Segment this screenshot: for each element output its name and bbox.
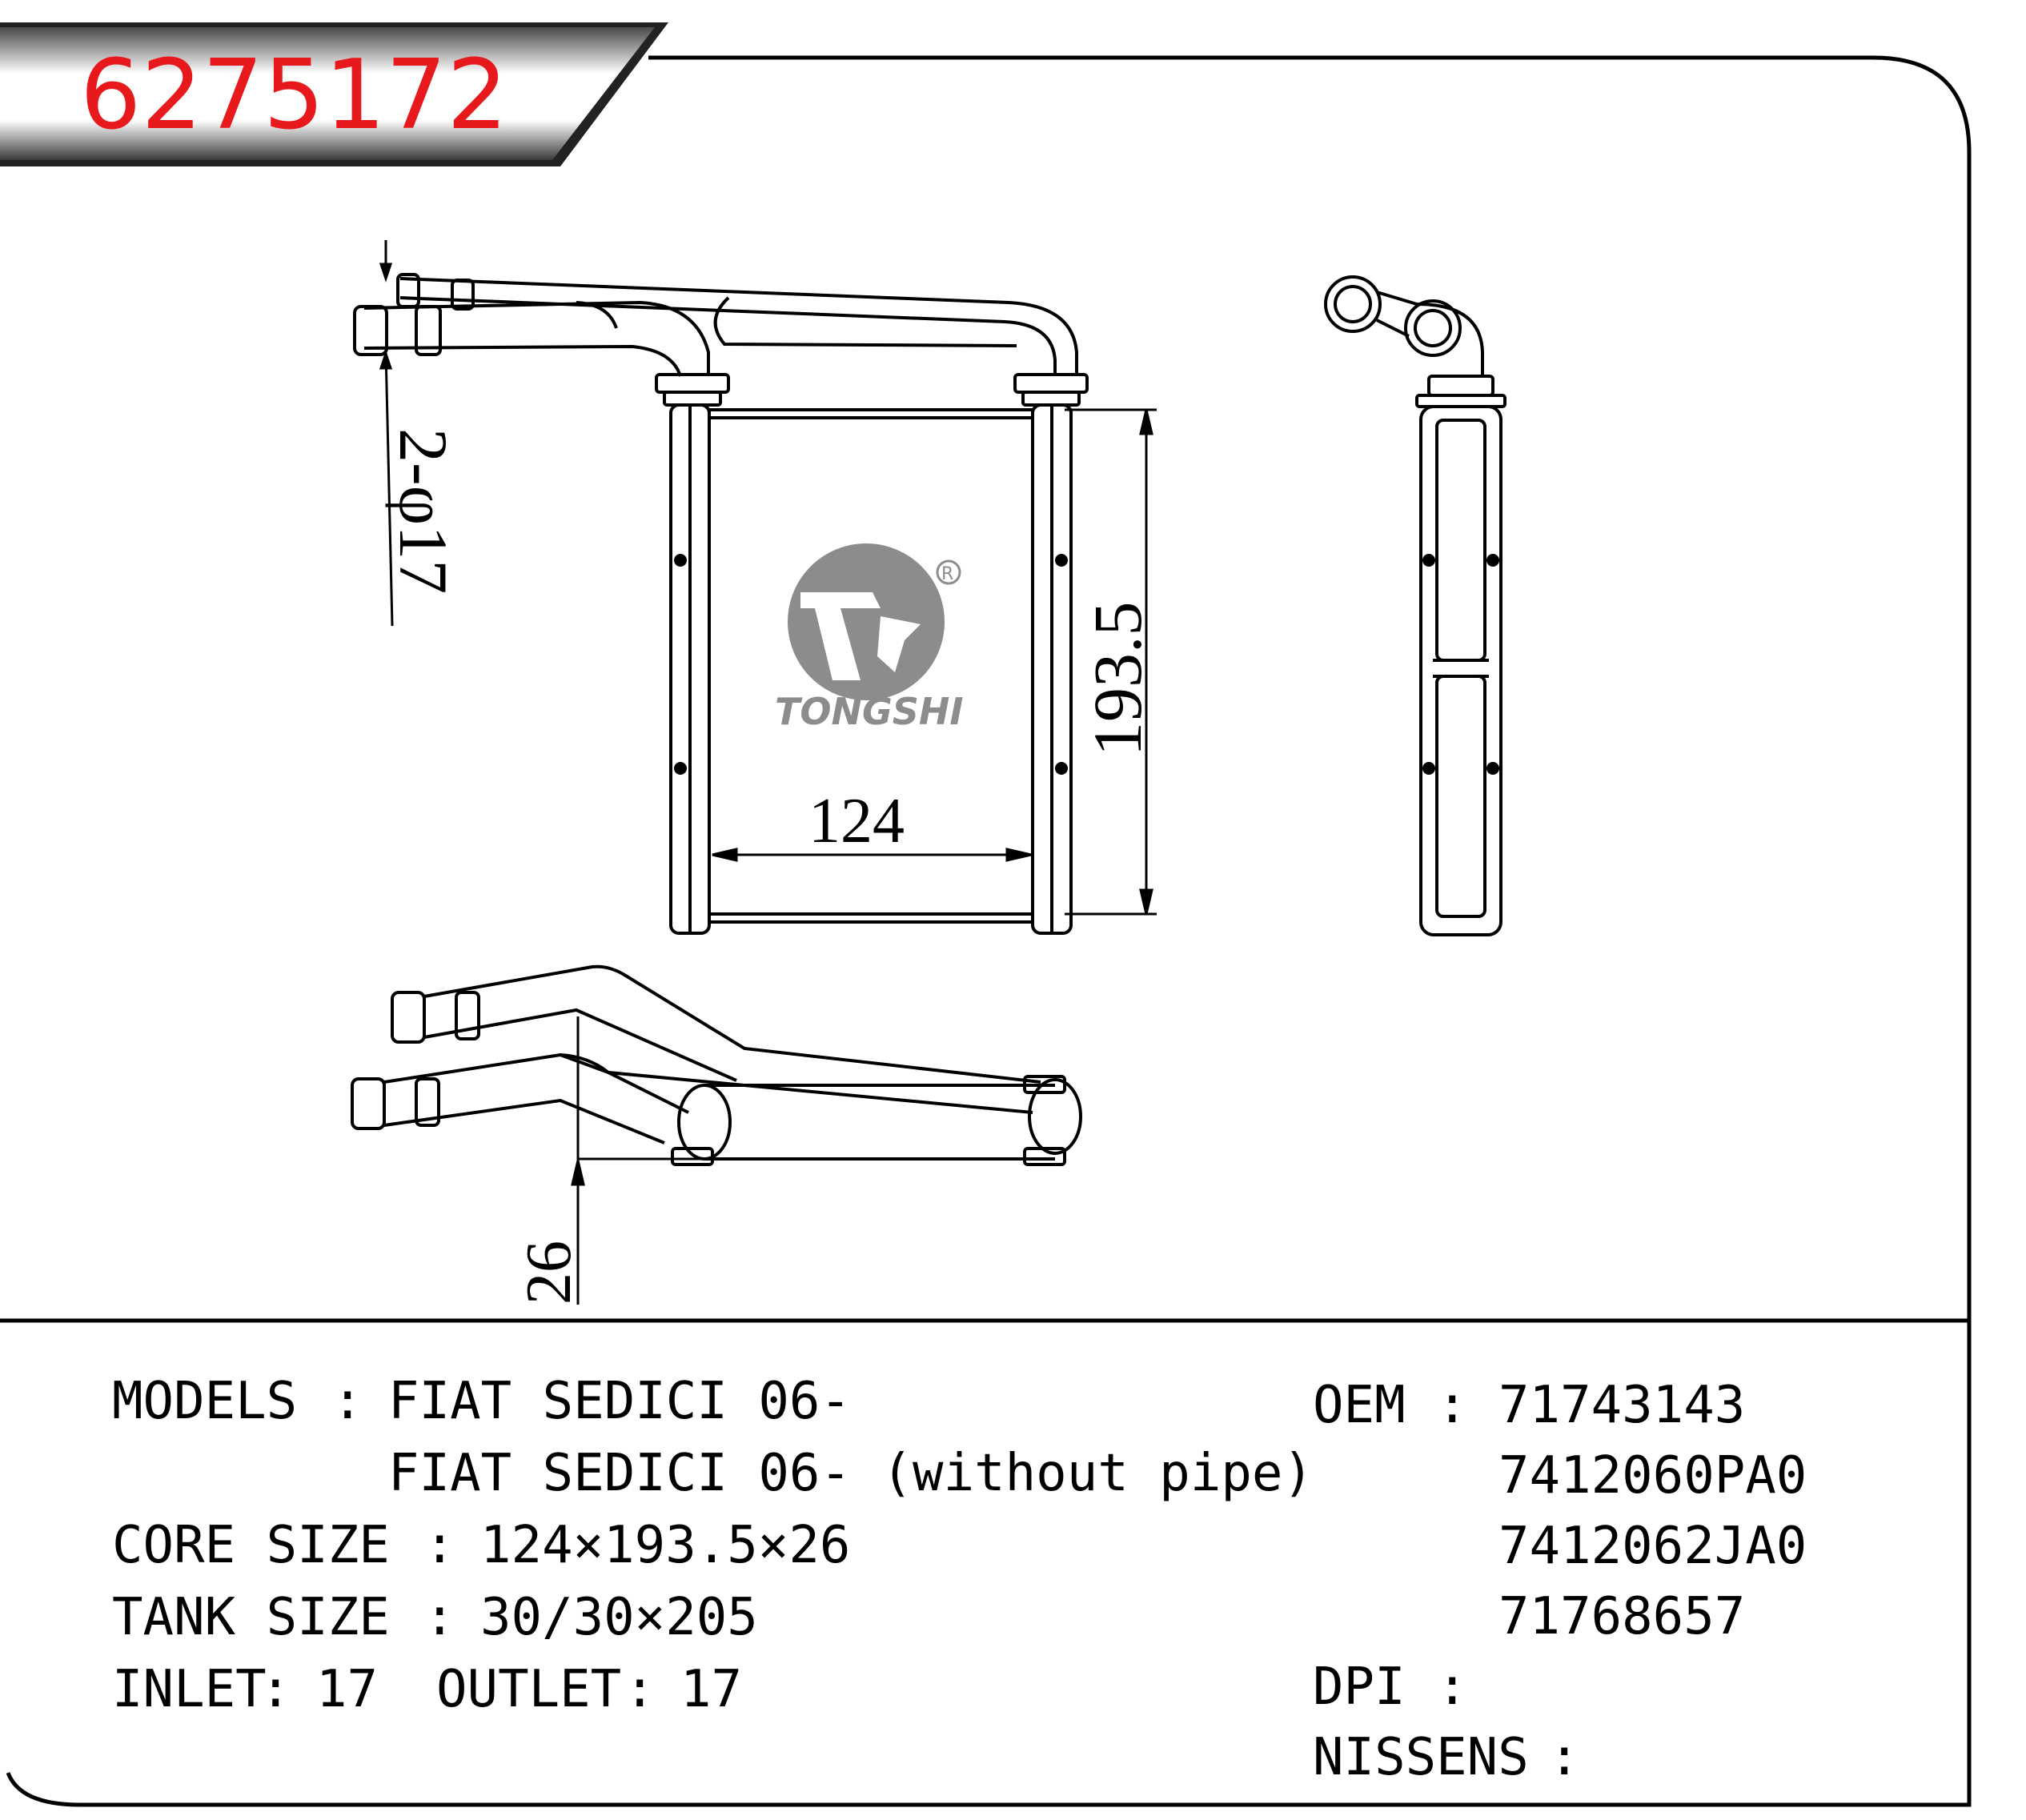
tank-size-value: 30/30×205 xyxy=(480,1588,758,1647)
depth-dimension xyxy=(571,1016,704,1305)
brand-name: TONGSHI xyxy=(775,690,963,733)
models-label: MODELS xyxy=(112,1372,297,1431)
registered-mark-icon xyxy=(936,559,961,585)
models-line-2: FIAT SEDICI 06- (without pipe) xyxy=(388,1444,1314,1503)
inlet-label: INLET xyxy=(112,1660,267,1719)
oem-number: 7412060PA0 xyxy=(1498,1446,1807,1505)
height-dimension xyxy=(1065,408,1157,916)
top-view xyxy=(351,964,1082,1166)
models-line-1: FIAT SEDICI 06- xyxy=(388,1372,851,1431)
oem-label: OEM xyxy=(1313,1376,1406,1435)
part-number: 6275172 xyxy=(80,40,508,151)
nissens-label: NISSENS xyxy=(1313,1728,1529,1787)
tank-size-separator: : xyxy=(424,1588,455,1647)
pipe-diameter-dimension xyxy=(379,240,394,627)
core-size-separator: : xyxy=(424,1516,455,1575)
oem-number: 7412062JA0 xyxy=(1498,1517,1807,1576)
tank-clips xyxy=(674,554,1068,775)
specs-left: MODELS : FIAT SEDICI 06- FIAT SEDICI 06-… xyxy=(112,1372,1314,1719)
outlet-label: OUTLET xyxy=(436,1660,621,1719)
registered-mark: R xyxy=(941,564,953,584)
inlet-value: 17 xyxy=(316,1660,378,1719)
oem-separator: : xyxy=(1437,1376,1468,1435)
width-label: 124 xyxy=(808,786,905,856)
oem-number: 71768657 xyxy=(1498,1587,1745,1646)
width-dimension xyxy=(712,848,1032,862)
tank-size-label: TANK SIZE xyxy=(112,1588,390,1647)
drawing-frame xyxy=(0,55,1972,1807)
side-view xyxy=(1324,275,1506,936)
side-view-clips xyxy=(1422,554,1499,775)
outlet-value: 17 xyxy=(680,1660,742,1719)
dpi-separator: : xyxy=(1437,1658,1468,1717)
nissens-separator: : xyxy=(1549,1728,1580,1787)
core-size-label: CORE SIZE xyxy=(112,1516,390,1575)
models-separator: : xyxy=(332,1372,363,1431)
front-view xyxy=(353,273,1089,935)
part-number-banner: 6275172 xyxy=(0,22,668,166)
pipe-diameter-label: 2-φ17 xyxy=(385,428,462,594)
core-size-value: 124×193.5×26 xyxy=(480,1516,850,1575)
tongshi-logo: R TONGSHI xyxy=(775,543,963,733)
height-label: 193.5 xyxy=(1079,602,1156,757)
depth-label: 26 xyxy=(514,1241,584,1305)
specs-right: OEM : 71743143 7412060PA0 7412062JA0 717… xyxy=(1313,1376,1807,1787)
outlet-separator: : xyxy=(624,1660,656,1719)
oem-number: 71743143 xyxy=(1498,1376,1745,1435)
dpi-label: DPI xyxy=(1313,1658,1406,1717)
inlet-separator: : xyxy=(260,1660,291,1719)
